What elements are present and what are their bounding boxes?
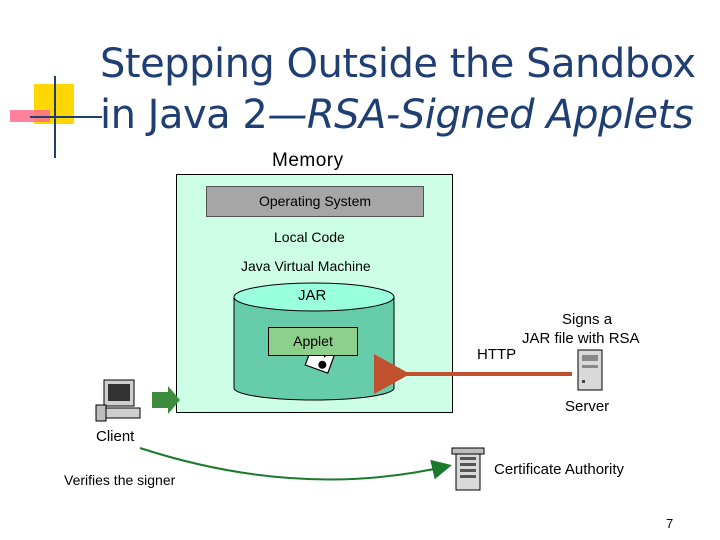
operating-system-bar: Operating System <box>206 186 424 217</box>
http-label: HTTP <box>477 346 517 363</box>
jar-cylinder <box>233 282 395 401</box>
server-label: Server <box>565 398 610 415</box>
server-icon <box>577 349 603 391</box>
certificate-authority-label: Certificate Authority <box>494 461 625 478</box>
page-number: 7 <box>666 516 674 531</box>
horizontal-line-decor <box>30 116 102 118</box>
client-arrow-icon <box>152 386 180 414</box>
certificate-authority-icon <box>451 447 485 491</box>
local-code-label: Local Code <box>274 229 345 245</box>
jar-label: JAR <box>298 287 327 304</box>
slide-title-line1: Stepping Outside the Sandbox <box>100 41 696 87</box>
title-italic: —RSA-Signed Applets <box>267 92 694 138</box>
jvm-label: Java Virtual Machine <box>241 258 371 274</box>
signs-line1: Signs a <box>562 311 613 328</box>
title-prefix: in Java 2 <box>100 92 268 138</box>
client-computer-icon <box>95 379 141 422</box>
verifies-label: Verifies the signer <box>64 472 176 488</box>
slide-title-line2: in Java 2—RSA-Signed Applets <box>100 92 694 138</box>
memory-label: Memory <box>272 150 344 171</box>
verify-arrow <box>139 447 452 481</box>
client-label: Client <box>96 428 135 445</box>
signs-line2: JAR file with RSA <box>522 330 640 347</box>
applet-box: Applet <box>268 327 358 356</box>
